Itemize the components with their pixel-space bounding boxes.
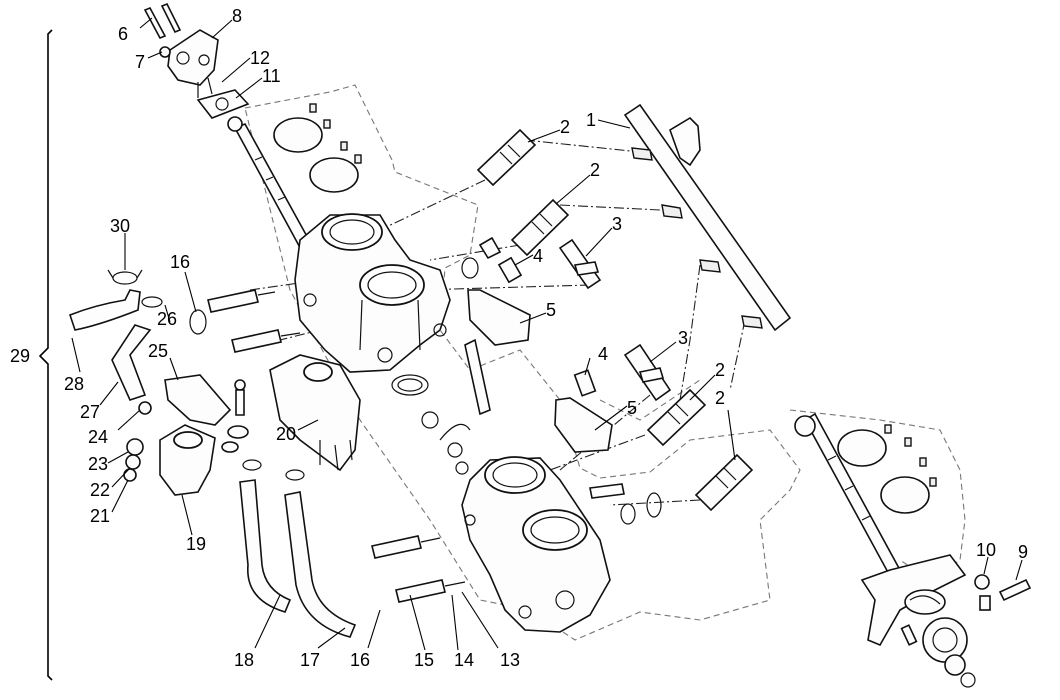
callout-12: 12 <box>250 48 270 68</box>
callout-11: 11 <box>262 66 281 86</box>
bolt-pair <box>143 2 182 40</box>
callout-15: 15 <box>414 650 434 670</box>
cap-lower <box>573 369 597 397</box>
callout-26: 26 <box>157 309 177 329</box>
callout-30: 30 <box>110 216 130 236</box>
callout-2b: 2 <box>590 160 600 180</box>
clip-30 <box>107 269 143 285</box>
adjuster-upper-b <box>231 329 301 353</box>
manifold-20 <box>269 354 361 472</box>
group-bracket <box>38 29 53 681</box>
callout-18: 18 <box>234 650 254 670</box>
callout-6: 6 <box>118 24 128 44</box>
clip-26 <box>141 296 163 308</box>
callout-5a: 5 <box>546 300 556 320</box>
leader-lines <box>71 17 1023 651</box>
hose-27 <box>111 324 152 401</box>
clip-16-upper <box>189 309 207 335</box>
injector-4 <box>694 453 754 512</box>
nut-10 <box>974 574 990 590</box>
hose-18 <box>239 459 292 613</box>
callout-10: 10 <box>976 540 996 560</box>
callout-8: 8 <box>232 6 242 26</box>
throttle-body-upper <box>294 213 451 373</box>
hose-28 <box>69 289 141 331</box>
bracket-lower <box>554 397 613 453</box>
callout-1: 1 <box>586 110 596 130</box>
washer-21 <box>123 468 137 482</box>
throttle-plates-upper <box>273 103 362 193</box>
bolt-24 <box>138 401 152 415</box>
linkage-parts <box>391 236 662 525</box>
injector-1 <box>476 128 537 187</box>
callout-13: 13 <box>500 650 520 670</box>
callout-25: 25 <box>148 341 168 361</box>
screw-column <box>221 379 249 453</box>
group-label-29: 29 <box>10 346 31 366</box>
adjuster-upper-a <box>207 289 276 313</box>
callout-2a: 2 <box>560 117 570 137</box>
callout-labels: 6 8 7 12 11 1 2 2 3 4 5 30 16 26 25 28 2… <box>64 6 1028 670</box>
fitting-upper <box>558 238 602 290</box>
callout-16b: 16 <box>350 650 370 670</box>
fitting-lower <box>623 343 672 402</box>
washer-22 <box>125 454 141 470</box>
throttle-plates-lower <box>837 424 937 514</box>
callout-21: 21 <box>90 506 110 526</box>
callout-4b: 4 <box>598 344 608 364</box>
sensor-housing <box>167 29 219 98</box>
callout-7: 7 <box>135 52 145 72</box>
idle-valve-19 <box>159 424 216 496</box>
mid-dashed-region <box>599 379 701 421</box>
callout-19: 19 <box>186 534 206 554</box>
callout-24: 24 <box>88 427 108 447</box>
throttle-pulley <box>860 554 991 688</box>
bracket-upper <box>467 289 531 346</box>
callout-4a: 4 <box>533 246 543 266</box>
adjuster-lower-b <box>395 579 466 603</box>
callout-5b: 5 <box>627 398 637 418</box>
fuel-rail <box>623 103 792 332</box>
callout-2d: 2 <box>715 388 725 408</box>
callout-17: 17 <box>300 650 320 670</box>
callout-3b: 3 <box>678 328 688 348</box>
adjuster-lower-a <box>371 535 441 559</box>
bracket-25 <box>164 374 232 426</box>
callout-14: 14 <box>454 650 474 670</box>
callout-20: 20 <box>276 424 296 444</box>
cap-upper <box>497 256 523 284</box>
callout-2c: 2 <box>715 360 725 380</box>
screw-9 <box>998 578 1032 602</box>
callout-28: 28 <box>64 374 84 394</box>
callout-3a: 3 <box>612 214 622 234</box>
callout-9: 9 <box>1018 542 1028 562</box>
hose-17 <box>284 469 357 638</box>
gasket <box>196 89 250 119</box>
throttle-body-lower <box>461 456 611 633</box>
washer <box>159 46 171 58</box>
callout-27: 27 <box>80 402 100 422</box>
injector-2 <box>510 198 570 257</box>
injector-3 <box>646 388 707 447</box>
callout-23: 23 <box>88 454 108 474</box>
washer-23 <box>126 438 144 456</box>
callout-22: 22 <box>90 480 110 500</box>
callout-16a: 16 <box>170 252 190 272</box>
right-dashed-region <box>789 409 966 581</box>
